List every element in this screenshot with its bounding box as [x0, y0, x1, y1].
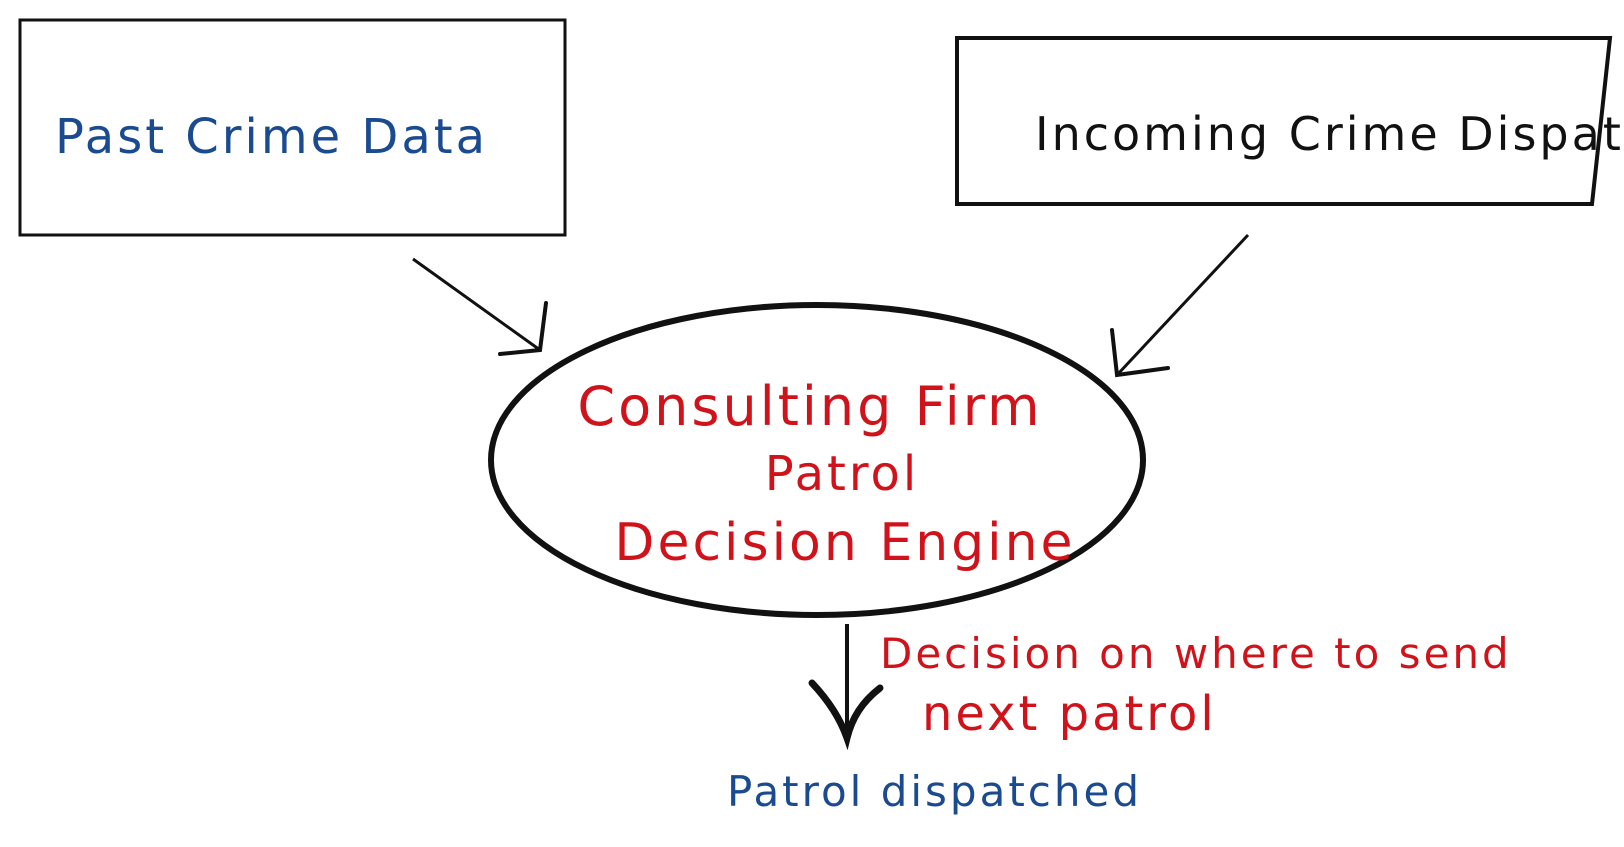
incoming-dispatch-label: Incoming Crime Dispatch — [1035, 107, 1624, 161]
arrow-shaft — [1115, 233, 1250, 377]
arrow-head — [808, 679, 884, 751]
arrow-past-data-to-engine — [412, 257, 548, 356]
incoming-dispatch-box — [955, 36, 1613, 206]
decision-note-line2: next patrol — [922, 686, 1217, 742]
engine-label-line1: Consulting Firm — [577, 375, 1042, 438]
arrow-engine-to-output — [808, 624, 884, 751]
decision-annotation: Decision on where to send next patrol — [880, 629, 1512, 742]
patrol-dispatched-label: Patrol dispatched — [727, 767, 1142, 816]
incoming-dispatch-node: Incoming Crime Dispatch — [955, 36, 1624, 206]
engine-label-line3: Decision Engine — [614, 513, 1075, 573]
past-crime-data-box — [18, 18, 567, 237]
engine-ellipse — [488, 302, 1146, 618]
engine-label-line2: Patrol — [765, 446, 919, 502]
arrow-head — [498, 301, 548, 356]
decision-engine-node: Consulting Firm Patrol Decision Engine — [488, 302, 1146, 618]
past-crime-data-label: Past Crime Data — [55, 109, 488, 165]
past-crime-data-node: Past Crime Data — [18, 18, 567, 237]
arrow-dispatch-to-engine — [1110, 233, 1250, 378]
arrow-shaft — [412, 257, 541, 352]
arrow-head — [1110, 328, 1170, 378]
decision-note-line1: Decision on where to send — [880, 629, 1512, 678]
